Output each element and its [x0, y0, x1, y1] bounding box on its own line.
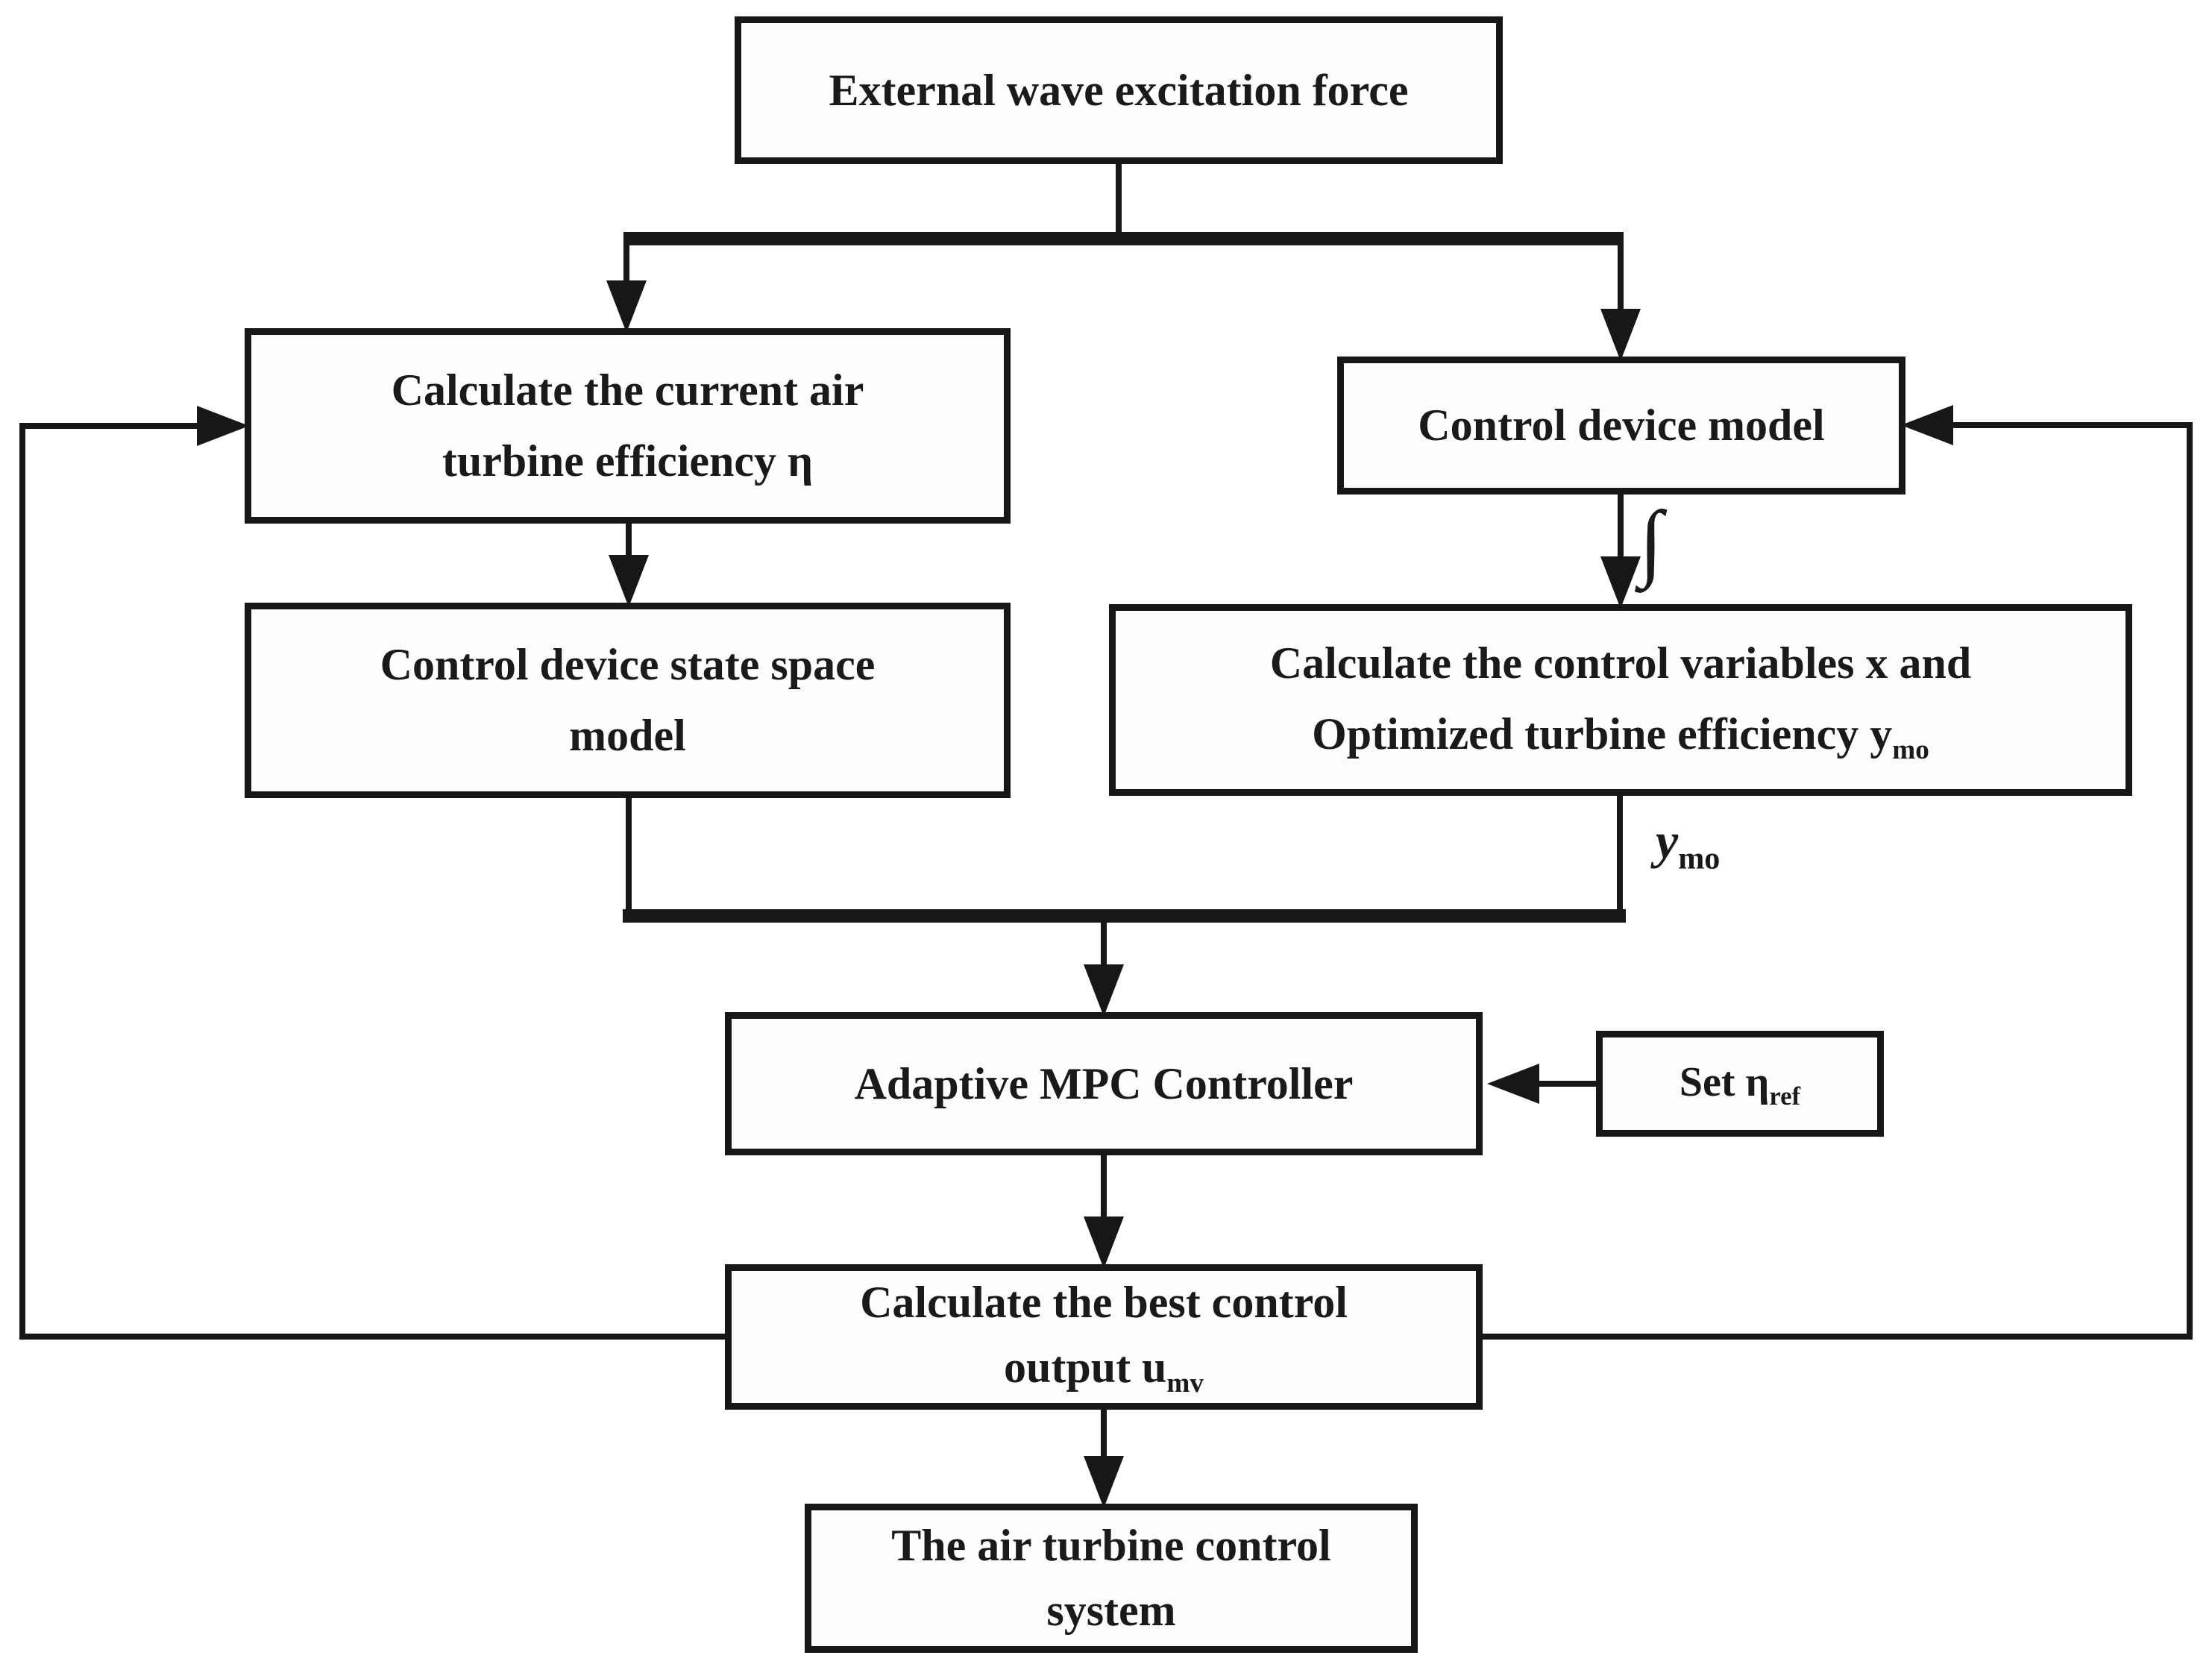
label-line-1: Calculate the current air: [391, 365, 864, 415]
arrowhead-into-efficiency-top: [606, 280, 647, 333]
label-line-2: turbine efficiency η: [442, 436, 814, 486]
node-calculate-best-control-output: Calculate the best control output umv: [725, 1264, 1483, 1410]
node-label: Calculate the best control output umv: [860, 1270, 1348, 1404]
node-label: Adaptive MPC Controller: [854, 1058, 1354, 1108]
arrowhead-into-calcvariables: [1600, 556, 1641, 609]
label-subscript: ref: [1769, 1081, 1801, 1111]
arrowhead-setref-into-mpc: [1487, 1064, 1539, 1104]
node-label: External wave excitation force: [829, 65, 1409, 115]
integral-symbol: ∫: [1639, 494, 1663, 588]
edge-label-ymo: ymo: [1656, 811, 1720, 877]
node-external-wave-excitation-force: External wave excitation force: [735, 16, 1503, 164]
node-label: Calculate the control variables x and Op…: [1270, 628, 1972, 773]
node-label: Calculate the current air turbine effici…: [392, 355, 864, 497]
label-line-2: output umv: [860, 1335, 1348, 1404]
label-main: y: [1656, 812, 1679, 869]
label-line-1: Calculate the control variables x and: [1269, 638, 1972, 688]
node-label: Set ηref: [1680, 1049, 1800, 1117]
label-main: Set η: [1679, 1059, 1770, 1106]
label-subscript: mo: [1678, 841, 1721, 876]
node-control-device-state-space-model: Control device state space model: [245, 603, 1011, 798]
label-main: Optimized turbine efficiency y: [1312, 709, 1893, 759]
arrowhead-leftloop-into-efficiency: [197, 406, 249, 446]
label-line-2: Optimized turbine efficiency ymo: [1270, 699, 1972, 773]
node-adaptive-mpc-controller: Adaptive MPC Controller: [725, 1012, 1483, 1155]
node-set-eta-reference: Set ηref: [1596, 1031, 1884, 1137]
label-line-1: Control device state space: [380, 640, 876, 690]
node-air-turbine-control-system: The air turbine control system: [805, 1504, 1418, 1653]
node-control-device-model: Control device model: [1337, 357, 1905, 495]
arrowhead-into-bestoutput: [1084, 1216, 1124, 1269]
arrowhead-into-statespace: [609, 555, 649, 607]
label-line-1: The air turbine control: [891, 1521, 1331, 1570]
label-line-2: model: [569, 711, 686, 760]
arrowhead-into-mpc: [1084, 964, 1124, 1017]
label-line-2: system: [1046, 1586, 1176, 1635]
arrowhead-into-system: [1084, 1456, 1124, 1508]
node-label: Control device state space model: [380, 630, 876, 771]
node-label: The air turbine control system: [891, 1513, 1330, 1643]
node-calculate-control-variables: Calculate the control variables x and Op…: [1109, 604, 2132, 796]
arrowhead-rightloop-into-devicemodel: [1901, 405, 1953, 445]
label-main: output u: [1003, 1343, 1167, 1393]
label-line-1: Calculate the best control: [860, 1278, 1348, 1328]
node-calculate-current-turbine-efficiency: Calculate the current air turbine effici…: [245, 328, 1011, 524]
label-subscript: mo: [1892, 734, 1929, 765]
arrowhead-into-device-model-top: [1600, 309, 1641, 361]
node-label: Control device model: [1418, 401, 1825, 451]
label-subscript: mv: [1166, 1368, 1204, 1399]
